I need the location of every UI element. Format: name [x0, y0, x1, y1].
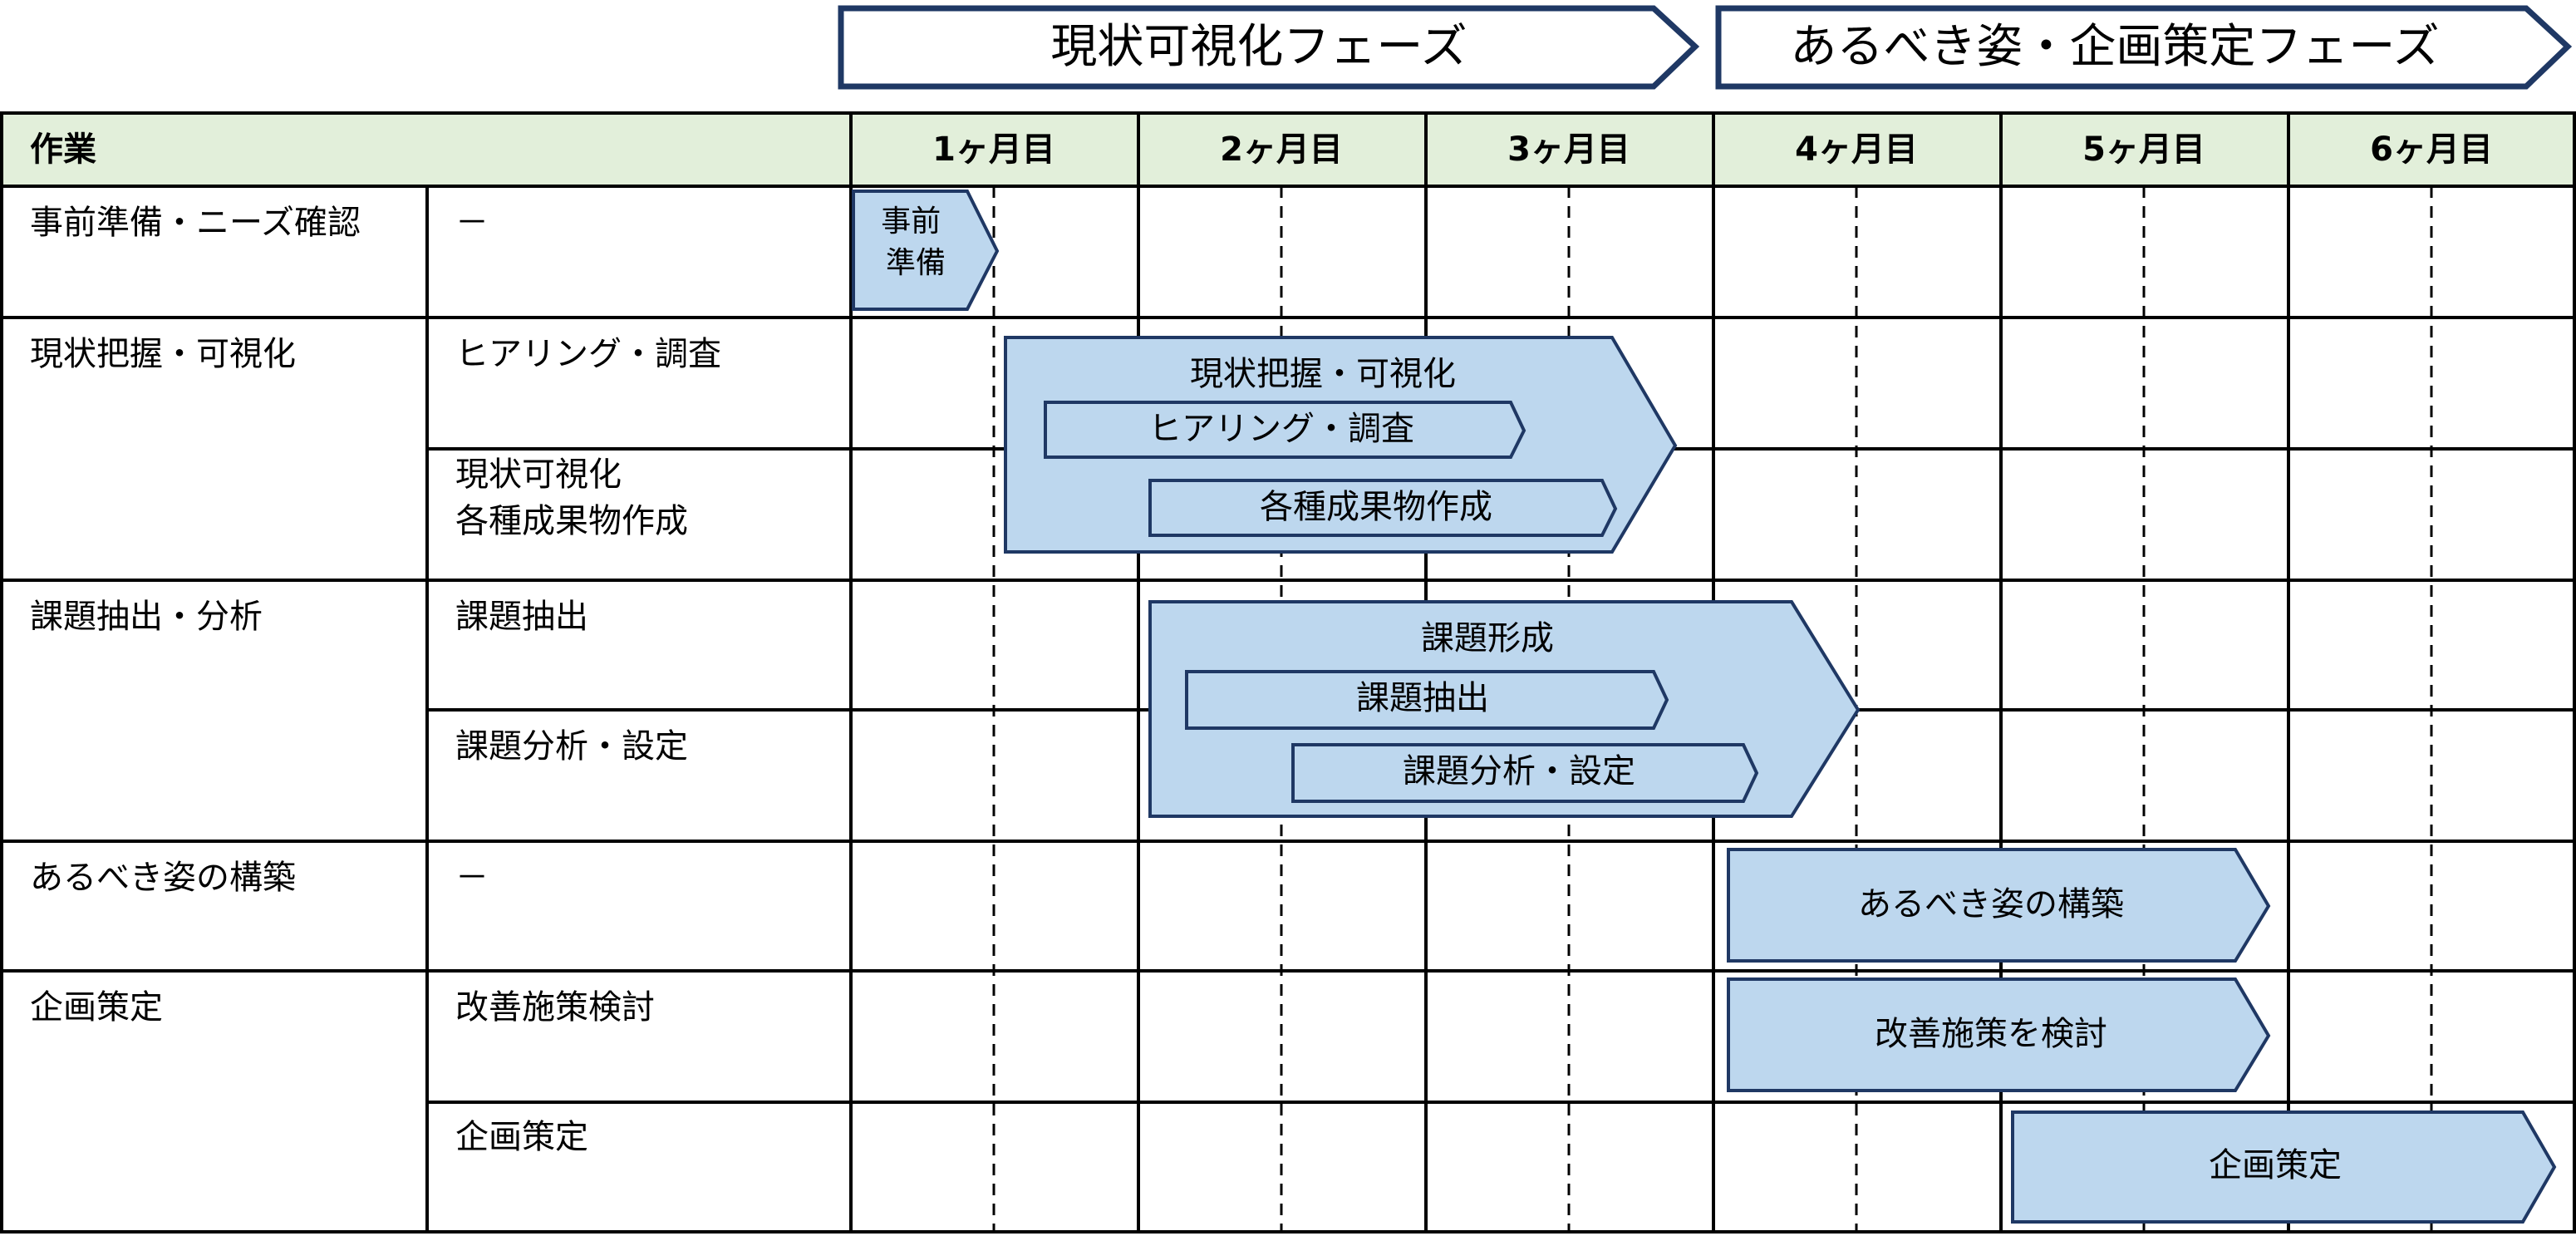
bar-hearing-label: ヒアリング・調査: [1148, 410, 1414, 448]
subtask-extract: 課題抽出: [455, 598, 588, 636]
subtask-plan: 企画策定: [455, 1118, 588, 1156]
subtask-deliverables-line-2: 各種成果物作成: [455, 502, 688, 540]
phase-label-tobe: あるべき姿・企画策定フェーズ: [1790, 20, 2439, 74]
bar-prep-line-1: 事前: [881, 204, 941, 239]
bar-issue-extract-label: 課題抽出: [1356, 679, 1489, 717]
bar-prep-label: 事前 準備: [881, 204, 950, 280]
bar-deliverables-label: 各種成果物作成: [1260, 488, 1492, 526]
header-task: 作業: [30, 130, 96, 169]
bar-visualize-group-label: 現状把握・可視化: [1190, 355, 1456, 393]
subtask-tobe: －: [455, 859, 489, 897]
subtask-analysis: 課題分析・設定: [455, 727, 688, 766]
subtask-deliverables: 現状可視化 各種成果物作成: [455, 455, 688, 540]
bar-hearing: [1044, 401, 1526, 459]
bars: 事前 準備 現状把握・可視化 ヒアリング・調査 各種成果物作成 課題形成 課題抽…: [852, 190, 2557, 1224]
bar-issue-analysis-label: 課題分析・設定: [1403, 752, 1635, 790]
subtask-deliverables-line-1: 現状可視化: [455, 455, 622, 494]
bar-issue-analysis: [1291, 743, 1759, 803]
header-month-6: 6ヶ月目: [2370, 130, 2493, 169]
header-month-2: 2ヶ月目: [1220, 130, 1343, 169]
bar-tobe-label: あるべき姿の構築: [1858, 885, 2124, 923]
grid: [0, 111, 2576, 1234]
bar-deliverables: [1148, 479, 1618, 537]
bar-prep-line-2: 準備: [886, 246, 946, 280]
header-month-4: 4ヶ月目: [1795, 130, 1918, 169]
task-prep: 事前準備・ニーズ確認: [30, 204, 361, 242]
header-row: [2, 113, 2574, 186]
task-visualize: 現状把握・可視化: [30, 335, 296, 373]
bar-issue-extract: [1185, 670, 1669, 730]
bar-plan-label: 企画策定: [2209, 1146, 2342, 1184]
task-issues: 課題抽出・分析: [30, 598, 263, 636]
subtask-prep: －: [455, 204, 489, 242]
bar-tobe: [1727, 848, 2271, 963]
subtask-hearing: ヒアリング・調査: [455, 335, 721, 373]
header-month-5: 5ヶ月目: [2082, 130, 2205, 169]
phase-label-visualize: 現状可視化フェーズ: [1050, 20, 1467, 74]
task-planning: 企画策定: [30, 988, 163, 1027]
bar-issue-group-label: 課題形成: [1421, 619, 1554, 657]
bar-improve-label: 改善施策を検討: [1875, 1015, 2107, 1053]
subtask-improve: 改善施策検討: [455, 988, 655, 1027]
bar-prep: [852, 190, 1000, 311]
bar-improve: [1727, 977, 2271, 1092]
task-tobe: あるべき姿の構築: [30, 859, 296, 897]
bar-plan: [2011, 1110, 2557, 1224]
phase-banner-visualize: [838, 5, 1700, 90]
header-month-3: 3ヶ月目: [1507, 130, 1630, 169]
header-month-1: 1ヶ月目: [932, 130, 1055, 169]
phase-banner-tobe: [1715, 5, 2573, 90]
